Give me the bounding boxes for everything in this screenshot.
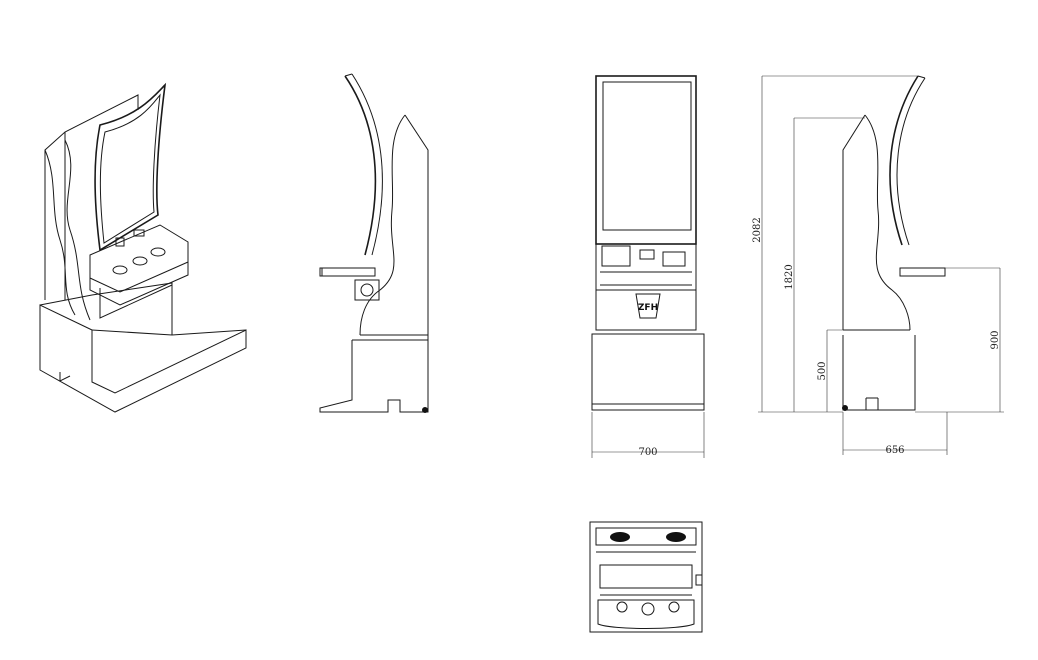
dim-depth-656: 656 [885, 445, 904, 456]
side-view-right: 2082 1820 500 900 656 [752, 75, 1004, 456]
side-view-left [319, 73, 429, 413]
dim-overall-2082: 2082 [752, 217, 763, 242]
top-view [589, 521, 703, 633]
logo-text: ZFH [638, 303, 658, 313]
dim-900: 900 [990, 330, 1001, 349]
front-view: ZFH 700 [591, 75, 705, 458]
isometric-view [39, 82, 247, 413]
dim-1820: 1820 [784, 264, 795, 289]
dim-width-700: 700 [638, 447, 657, 458]
dim-500: 500 [817, 361, 828, 380]
